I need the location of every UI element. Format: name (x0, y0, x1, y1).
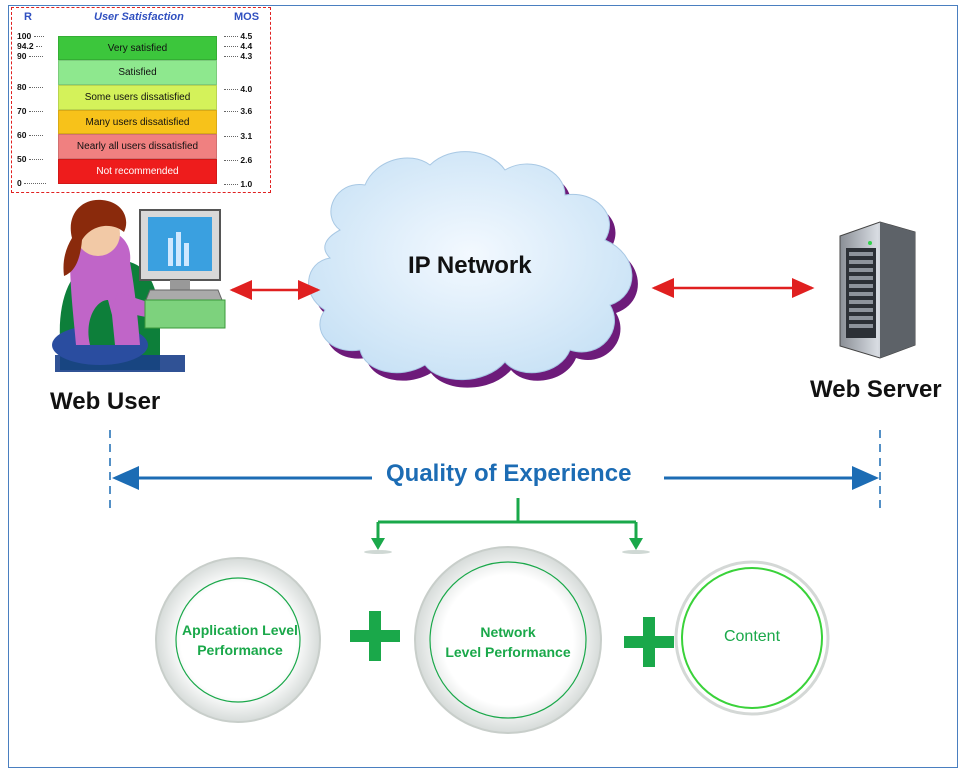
r-tick: 94.2 (17, 41, 42, 51)
r-tick: 90 (17, 51, 43, 61)
plus-icon (624, 617, 674, 667)
web-server-label: Web Server (810, 376, 942, 403)
mos-tick: 4.3 (224, 51, 252, 61)
scale-mos-header: MOS (234, 11, 260, 23)
branch-arrowhead-left (371, 538, 385, 550)
qoe-branch-connector (376, 498, 638, 540)
network-performance-label: Network Level Performance (445, 624, 571, 660)
diagram-frame (8, 5, 958, 768)
scale-title: User Satisfaction (94, 11, 184, 23)
mos-tick: 3.1 (224, 131, 252, 141)
r-tick: 60 (17, 130, 43, 140)
mos-tick: 1.0 (224, 179, 252, 189)
mos-tick: 3.6 (224, 106, 252, 116)
band-not-recommended: Not recommended (58, 159, 217, 184)
branch-shadow (364, 550, 392, 554)
network-label: IP Network (408, 252, 532, 279)
r-tick: 80 (17, 82, 43, 92)
r-tick: 50 (17, 154, 43, 164)
band-many-dissatisfied: Many users dissatisfied (58, 110, 217, 134)
web-user-label: Web User (50, 388, 161, 415)
mos-tick: 2.6 (224, 155, 252, 165)
content-label: Content (723, 628, 781, 645)
r-tick: 70 (17, 106, 43, 116)
r-tick: 100 (17, 31, 44, 41)
application-performance-disc (155, 557, 321, 723)
band-nearly-all-dissatisfied: Nearly all users dissatisfied (58, 134, 217, 159)
mos-tick: 4.5 (224, 31, 252, 41)
network-performance-disc (414, 546, 602, 734)
r-tick: 0 (17, 178, 47, 188)
scale-r-header: R (24, 11, 32, 23)
mos-tick: 4.0 (224, 84, 252, 94)
band-very-satisfied: Very satisfied (58, 36, 217, 60)
content-disc (674, 560, 830, 716)
cloud-icon (308, 151, 638, 388)
branch-shadow (622, 550, 650, 554)
web-user-icon (52, 199, 226, 372)
mos-tick: 4.4 (224, 41, 252, 51)
server-icon (839, 221, 916, 359)
branch-arrowhead-right (629, 538, 643, 550)
plus-icon (350, 611, 400, 661)
user-satisfaction-scale: R User Satisfaction MOS 100 94.2 90 80 7… (11, 7, 271, 193)
band-satisfied: Satisfied (58, 60, 217, 85)
application-performance-label: Application Level Performance (182, 622, 298, 658)
band-some-dissatisfied: Some users dissatisfied (58, 85, 217, 110)
qoe-title: Quality of Experience (386, 460, 632, 487)
